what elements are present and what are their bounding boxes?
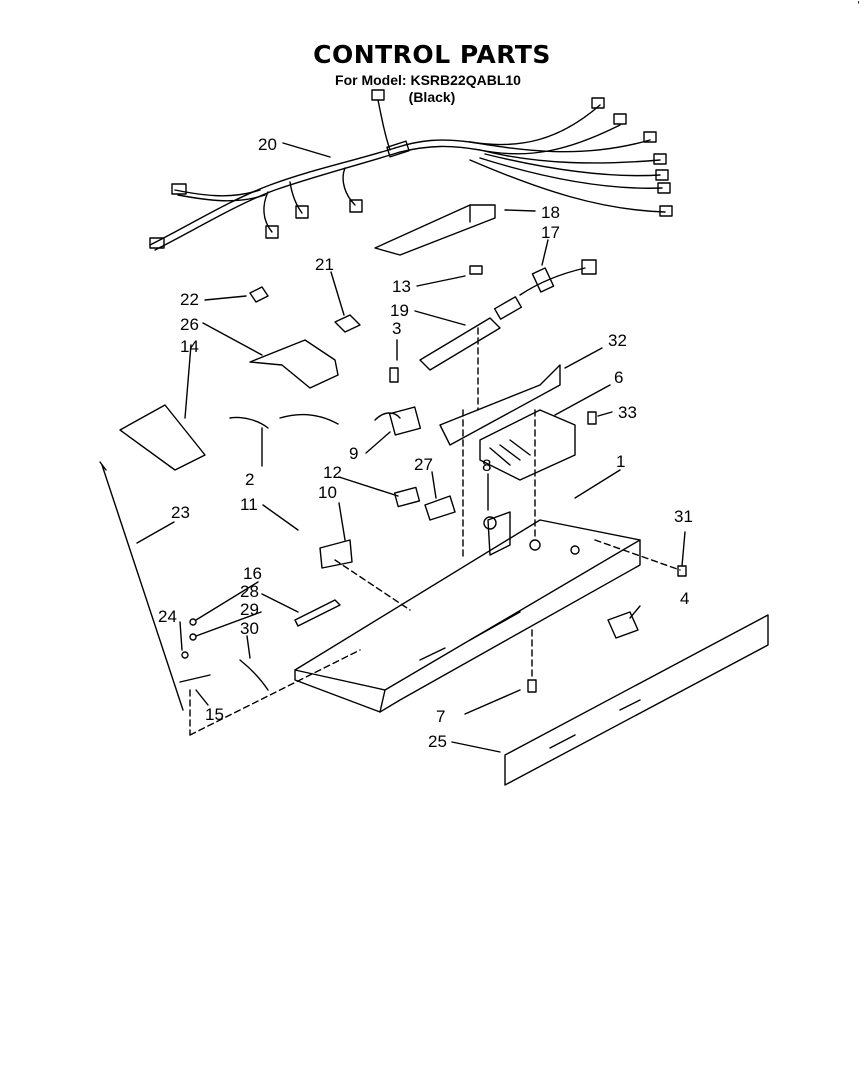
link-hardware	[179, 599, 341, 691]
callout-9: 9	[349, 444, 358, 463]
callout-17: 17	[541, 223, 560, 242]
socket-assembly	[419, 259, 597, 371]
callout-4: 4	[680, 589, 689, 608]
callout-33: 33	[618, 403, 637, 422]
leader-lines	[136, 142, 686, 753]
callout-31: 31	[674, 507, 693, 526]
callout-22: 22	[180, 290, 199, 309]
callout-3: 3	[392, 319, 401, 338]
callout-21: 21	[315, 255, 334, 274]
wire-harness	[149, 89, 673, 251]
callout-26: 26	[180, 315, 199, 334]
callout-18: 18	[541, 203, 560, 222]
callout-16: 16	[243, 564, 262, 583]
cover-plate	[374, 204, 496, 256]
trim-panel	[504, 614, 769, 786]
control-board	[479, 409, 597, 481]
callout-13: 13	[392, 277, 411, 296]
light-shields	[119, 339, 339, 471]
control-rod	[99, 461, 184, 711]
clips	[249, 286, 361, 333]
callout-6: 6	[614, 368, 623, 387]
callout-2: 2	[245, 470, 254, 489]
callout-29: 29	[240, 600, 259, 619]
corner-tick: '	[857, 0, 860, 11]
model-line: For Model: KSRB22QABL10	[335, 72, 521, 88]
callout-20: 20	[258, 135, 277, 154]
callout-19: 19	[390, 301, 409, 320]
page-title: CONTROL PARTS	[313, 40, 551, 69]
switch-12	[393, 486, 421, 508]
callout-numbers: 20 18 17 13 19 21 22 26 14 3 32 6 33 9 2…	[158, 135, 693, 751]
phantom-lines	[189, 327, 681, 736]
callout-10: 10	[318, 483, 337, 502]
callout-27: 27	[414, 455, 433, 474]
callout-23: 23	[171, 503, 190, 522]
callout-28: 28	[240, 582, 259, 601]
callout-8: 8	[482, 456, 491, 475]
callout-12: 12	[323, 463, 342, 482]
switch-4	[607, 611, 639, 639]
callout-1: 1	[616, 452, 625, 471]
callout-15: 15	[205, 705, 224, 724]
labels	[319, 364, 561, 569]
callout-30: 30	[240, 619, 259, 638]
callout-32: 32	[608, 331, 627, 350]
callout-11: 11	[240, 495, 258, 514]
tube-gaskets	[229, 413, 339, 429]
screws	[527, 565, 687, 693]
switch-9	[374, 367, 422, 436]
callout-24: 24	[158, 607, 177, 626]
callout-25: 25	[428, 732, 447, 751]
color-line: (Black)	[408, 89, 456, 105]
control-housing	[294, 511, 641, 713]
callout-7: 7	[436, 707, 445, 726]
callout-14: 14	[180, 337, 199, 356]
